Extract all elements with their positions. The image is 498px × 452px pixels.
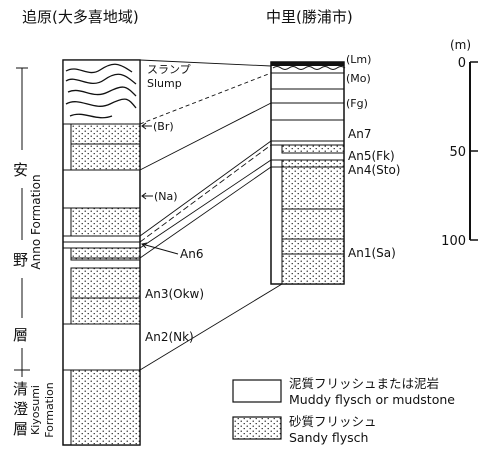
correlation-line bbox=[139, 140, 272, 237]
correlation-line bbox=[139, 144, 272, 243]
correlation-line bbox=[139, 166, 272, 259]
scale-tick-label: 100 bbox=[441, 234, 466, 249]
anno-en-label: Anno Formation bbox=[29, 174, 43, 269]
left-sandy-bed bbox=[70, 207, 141, 237]
right-bed-boundaries bbox=[271, 72, 344, 255]
legend-muddy-jp: 泥質フリッシュまたは泥岩 bbox=[289, 376, 439, 391]
right-column bbox=[270, 61, 346, 285]
kiyosumi-en-label-1: Kiyosumi bbox=[29, 385, 42, 435]
marker-an4-sto: An4(Sto) bbox=[348, 163, 400, 177]
correlation-line bbox=[139, 283, 283, 371]
marker-an1-sa: An1(Sa) bbox=[348, 246, 396, 260]
marker-an5-fk: An5(Fk) bbox=[348, 149, 395, 163]
marker-na: (Na) bbox=[154, 190, 178, 203]
kiyosumi-formation-label: 清 澄 層 Kiyosumi Formation bbox=[13, 363, 56, 438]
kiyosumi-jp-char: 澄 bbox=[13, 400, 28, 418]
scale-tick-label: 50 bbox=[449, 145, 466, 160]
left-sandy-bed bbox=[70, 369, 141, 446]
marker-an7: An7 bbox=[348, 127, 371, 141]
anno-jp-char: 野 bbox=[13, 251, 28, 269]
slump-label-en: Slump bbox=[147, 77, 182, 90]
marker-an2-nk: An2(Nk) bbox=[145, 330, 194, 344]
right-column-outline bbox=[270, 61, 345, 285]
anno-jp-char: 安 bbox=[13, 161, 28, 179]
correlation-lines bbox=[139, 59, 283, 371]
slump-fold-pattern bbox=[65, 63, 137, 119]
right-column-title: 中里(勝浦市) bbox=[266, 8, 353, 26]
legend-sandy-jp: 砂質フリッシュ bbox=[289, 414, 377, 429]
scale-tick-label: 0 bbox=[458, 56, 466, 71]
marker-fg: (Fg) bbox=[346, 97, 368, 110]
correlation-line bbox=[139, 59, 272, 67]
left-column-outline bbox=[62, 59, 141, 446]
marker-lm: (Lm) bbox=[346, 53, 371, 66]
marker-an3-okw: An3(Okw) bbox=[145, 287, 204, 301]
anno-jp-char: 層 bbox=[13, 326, 28, 344]
kiyosumi-en-label-2: Formation bbox=[43, 382, 56, 438]
anno-formation-label: 安 野 層 Anno Formation bbox=[13, 67, 48, 370]
right-top-bed bbox=[271, 62, 344, 66]
marker-mo: (Mo) bbox=[346, 72, 371, 85]
correlation-line bbox=[139, 159, 272, 249]
depth-scale-bar: (m) 0 50 100 bbox=[441, 38, 478, 249]
correlation-line bbox=[139, 72, 272, 125]
legend-sandy-en: Sandy flysch bbox=[289, 430, 368, 445]
marker-br: (Br) bbox=[153, 120, 174, 133]
right-sandy-bed bbox=[281, 144, 345, 154]
left-sandy-bed bbox=[70, 267, 141, 325]
left-slump-bed bbox=[62, 59, 141, 125]
left-column-title: 追原(大多喜地域) bbox=[22, 8, 139, 26]
slump-label-jp: スランプ bbox=[147, 63, 191, 76]
left-bed-boundaries bbox=[63, 143, 140, 371]
kiyosumi-jp-char: 清 bbox=[13, 380, 28, 398]
left-marker-arrows bbox=[140, 122, 179, 255]
legend-sandy-swatch bbox=[232, 416, 282, 440]
scale-unit: (m) bbox=[450, 38, 471, 52]
right-slump-thin-bed bbox=[272, 66, 346, 70]
legend-muddy-en: Muddy flysch or mudstone bbox=[289, 392, 455, 407]
marker-an6: An6 bbox=[180, 247, 203, 261]
left-sandy-bed bbox=[70, 123, 141, 171]
legend-muddy-swatch bbox=[232, 379, 282, 403]
legend: 泥質フリッシュまたは泥岩 Muddy flysch or mudstone 砂質… bbox=[232, 376, 455, 445]
correlation-line bbox=[139, 102, 272, 171]
right-sandy-bed bbox=[281, 159, 345, 285]
left-column bbox=[62, 59, 141, 446]
kiyosumi-jp-char: 層 bbox=[13, 420, 28, 438]
